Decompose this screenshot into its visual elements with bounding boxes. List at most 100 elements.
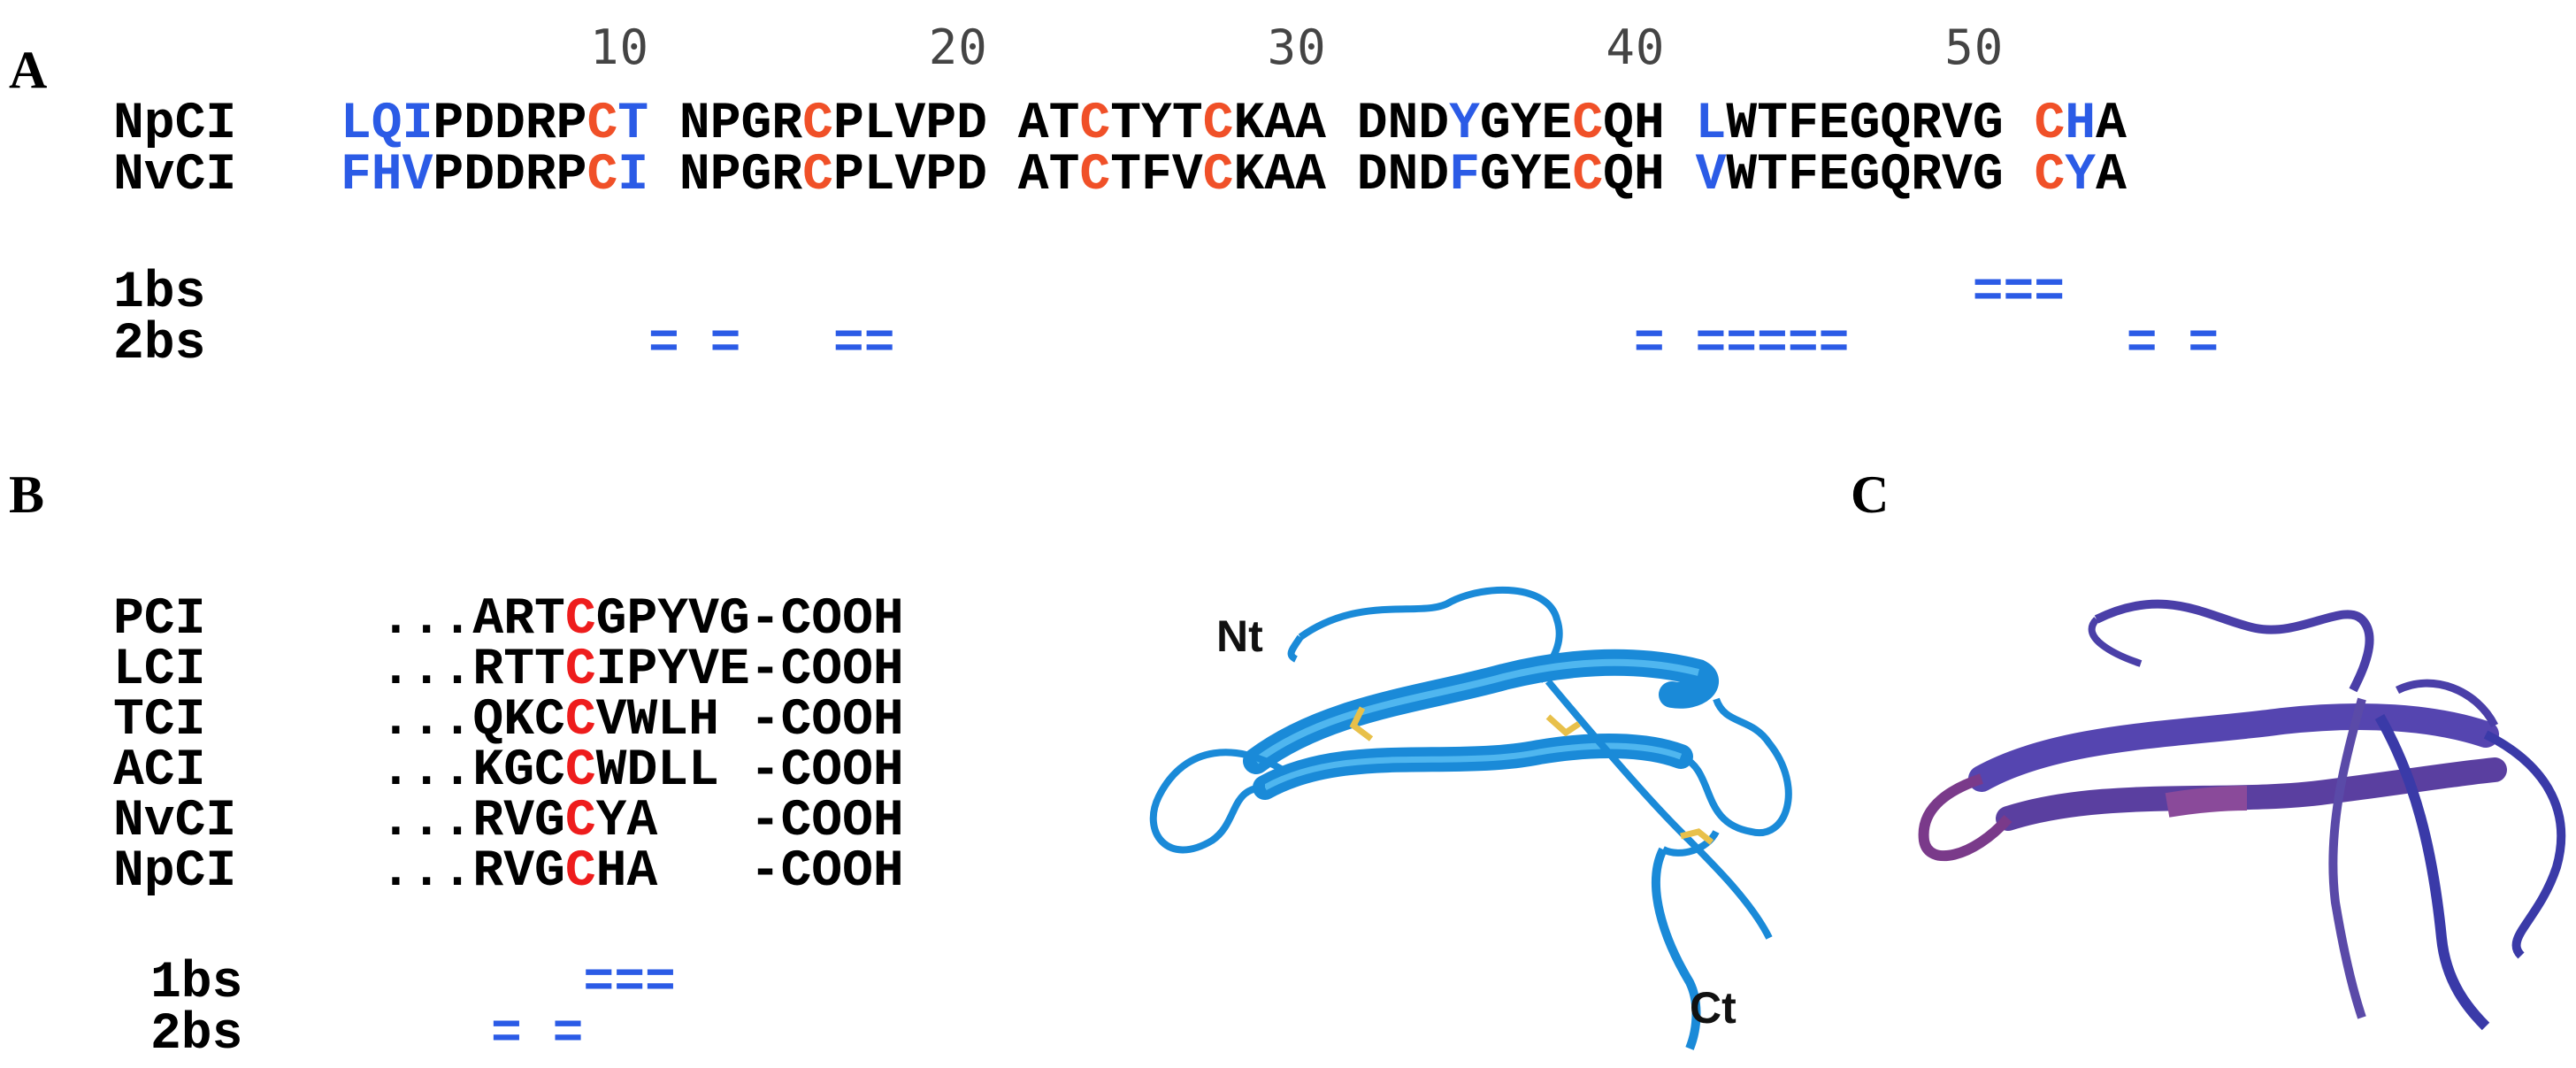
sequence-name: NpCI [113,843,237,901]
residues: PLVPD [832,147,987,204]
panel-c-structure [1918,599,2566,1031]
residues: A [2096,96,2127,153]
residues: ...RVG [380,843,565,901]
residues: ...RVG [380,793,565,850]
cysteine-residue: C [564,591,596,649]
panel-a-letter: A [9,41,48,99]
residues: QH [1603,96,1665,153]
binding-site-label-2bs: 2bs [113,316,206,373]
residues: C [1572,96,1604,153]
binding-site-marks-b-2bs: = = [491,1006,584,1064]
residues: AT [1017,96,1080,153]
residues: QH [1603,147,1665,204]
binding-site-marks-2bs: = = == = ===== = = [341,316,2220,373]
binding-site-marks-1bs: === [341,265,2066,322]
residues: PDDRP [433,147,587,204]
c-terminus-label: Ct [1690,983,1736,1033]
residues: HA -COOH [595,843,904,901]
residues: GYE [1479,96,1573,153]
residues: ...RTT [380,642,565,699]
binding-site-label-b-1bs: 1bs [150,955,243,1012]
sequence-segment: CHA [2034,96,2126,153]
sequence-segment: DNDYGYECQH [1357,96,1665,153]
residues: DND [1356,147,1450,204]
ruler-tick-30: 30 [1267,19,1327,75]
sequence-name: NvCI [113,793,237,850]
sequence-segment: FHVPDDRPCI [341,147,648,204]
sequence-name: LCI [113,642,206,699]
residues: A [2096,147,2127,204]
sequence-segment: VWTFEGQRVG [1696,147,2004,204]
sequence-name: NvCI [113,147,237,204]
residues: H [2065,96,2097,153]
residues: ...KGC [380,742,565,800]
sequence-name: TCI [113,692,206,749]
residues: NPGR [678,96,803,153]
binding-site-label-1bs: 1bs [113,265,206,322]
residues: GYE [1479,147,1573,204]
sequence-segment: LWTFEGQRVG [1696,96,2004,153]
residues: FHV [341,147,433,204]
ruler-tick-20: 20 [928,19,988,75]
n-terminus-label: Nt [1216,611,1263,661]
sequence-segment: LQIPDDRPCT [341,96,648,153]
sequence-name: ACI [113,742,206,800]
sequence-segment: NPGRCPLVPD [679,147,987,204]
residues: T [617,96,649,153]
ruler-tick-40: 40 [1606,19,1666,75]
residues: PLVPD [832,96,987,153]
c-terminal-row-npci: NpCI...RVGCHA -COOH [113,847,904,898]
cysteine-residue: C [564,843,596,901]
sequence-segment: ATCTYTCKAA [1018,96,1326,153]
residues: V [1695,147,1727,204]
cysteine-residue: C [564,642,596,699]
binding-site-label-b-2bs: 2bs [150,1006,243,1064]
residues: VWLH -COOH [595,692,904,749]
residues: C [1202,147,1234,204]
panel-c-letter: C [1851,465,1890,524]
residues: TFV [1110,147,1203,204]
residues: I [617,147,649,204]
residues: DND [1356,96,1450,153]
residues: ...ART [380,591,565,649]
residues: WTFEGQRVG [1726,96,2004,153]
panel-b-structure [1149,586,1792,1050]
residues: Y [2065,147,2097,204]
residues: C [586,96,618,153]
binding-site-marks-b-1bs: === [583,955,676,1012]
c-terminal-row-tci: TCI...QKCCVWLH -COOH [113,695,904,747]
residues: F [1449,147,1480,204]
residues: C [1572,147,1604,204]
residues: Y [1449,96,1480,153]
sequence-segment: CYA [2034,147,2126,204]
panel-b-letter: B [9,465,45,524]
residues: WTFEGQRVG [1726,147,2004,204]
sequence-name: PCI [113,591,206,649]
residues: LQI [341,96,433,153]
residues: C [586,147,618,204]
residues: C [2034,147,2066,204]
residues: C [1079,96,1111,153]
sequence-name: NpCI [113,96,237,153]
ruler-tick-50: 50 [1944,19,2005,75]
residues: C [802,147,833,204]
c-terminal-row-lci: LCI ...RTTCIPYVE-COOH [113,645,904,696]
residues: C [1202,96,1234,153]
cysteine-residue: C [564,742,596,800]
sequence-segment: ATCTFVCKAA [1018,147,1326,204]
cysteine-residue: C [564,793,596,850]
residues: IPYVE-COOH [595,642,904,699]
c-terminal-row-nvci: NvCI ...RVGCYA -COOH [113,796,904,848]
residues: KAA [1233,96,1326,153]
residues: PDDRP [433,96,587,153]
residues: WDLL -COOH [595,742,904,800]
residues: NPGR [678,147,803,204]
c-terminal-row-aci: ACI...KGCCWDLL -COOH [113,746,904,797]
sequence-segment: DNDFGYECQH [1357,147,1665,204]
residues: C [2034,96,2066,153]
residues: YA -COOH [595,793,904,850]
residues: C [1079,147,1111,204]
residues: C [802,96,833,153]
